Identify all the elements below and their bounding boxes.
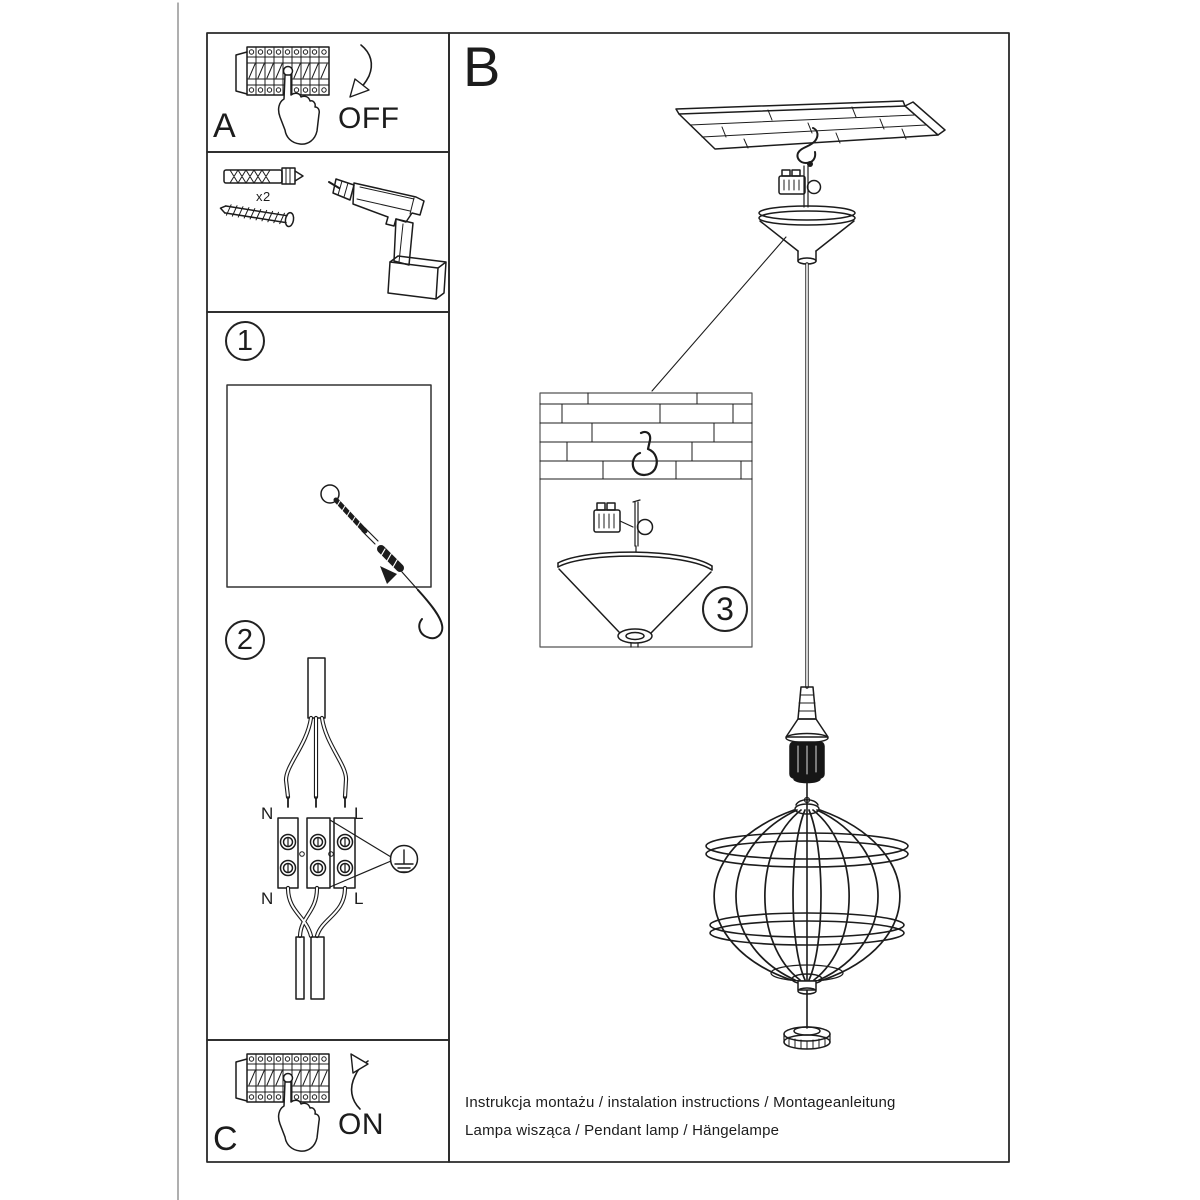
ceiling-hook-icon xyxy=(796,127,819,164)
screw-shaft xyxy=(333,497,368,534)
wire-label-l-bottom: L xyxy=(354,889,364,908)
step-2-number: 2 xyxy=(236,623,254,656)
step-2-badge: 2 xyxy=(225,620,265,660)
step-1-number: 1 xyxy=(236,324,254,357)
wire-lead xyxy=(295,936,305,1000)
terminal-block-drawing xyxy=(277,817,356,889)
page-frame xyxy=(177,2,1010,1200)
off-arrow-icon xyxy=(349,78,370,98)
drill-hole-icon xyxy=(320,484,340,504)
cable-lock-detail xyxy=(593,499,654,547)
step-1-badge: 1 xyxy=(225,321,265,361)
footer-line-2: Lampa wisząca / Pendant lamp / Hängelamp… xyxy=(465,1122,780,1139)
panel-c-action-on: ON xyxy=(338,1108,384,1141)
panel-a-action-off: OFF xyxy=(338,102,400,135)
wire-label-l-top: L xyxy=(354,804,364,823)
footer-line-1: Instrukcja montażu / instalation instruc… xyxy=(465,1094,896,1111)
ground-symbol-icon xyxy=(389,844,419,874)
step-3-number: 3 xyxy=(716,590,734,627)
terminal-screws xyxy=(279,833,354,877)
lamp-cable xyxy=(310,936,325,1000)
panel-c-drawing xyxy=(235,1053,369,1152)
ceiling-planks xyxy=(539,392,753,480)
step1-drawing xyxy=(226,384,444,640)
lamp-holder-drawing xyxy=(785,686,829,784)
step3-detail-drawing xyxy=(539,392,753,648)
direction-arrow-icon xyxy=(380,566,397,584)
locking-ring-drawing xyxy=(783,1026,831,1050)
anchor-quantity-label: x2 xyxy=(256,189,271,204)
panel-b-label: B xyxy=(463,35,501,98)
canopy-cone-drawing xyxy=(758,205,856,265)
screw-icon xyxy=(219,204,295,228)
hook-icon xyxy=(631,430,658,477)
cage-shade-drawing xyxy=(705,781,909,1029)
hook-icon xyxy=(417,589,444,640)
cable-sheath xyxy=(307,657,326,719)
ceiling-slab-drawing xyxy=(675,100,946,164)
panel-b-drawing xyxy=(651,100,946,1050)
canopy-cone-detail xyxy=(557,545,713,648)
panel-a-drawing xyxy=(235,44,373,145)
on-arrow-icon xyxy=(350,1053,369,1074)
wall-plug-icon xyxy=(223,167,304,185)
wall-anchor-icon xyxy=(377,545,404,572)
step-3-badge: 3 xyxy=(702,586,748,632)
panel-a-label: A xyxy=(213,107,237,145)
wire-label-n-bottom: N xyxy=(261,889,274,908)
wire-label-n-top: N xyxy=(261,804,274,823)
cable-lock-drawing xyxy=(778,161,822,208)
step2-wiring-drawing xyxy=(277,657,419,1000)
panel-c-label: C xyxy=(213,1120,239,1158)
drill-icon xyxy=(328,178,447,300)
tools-drawing xyxy=(219,167,447,300)
detail-leader-line xyxy=(651,236,787,392)
